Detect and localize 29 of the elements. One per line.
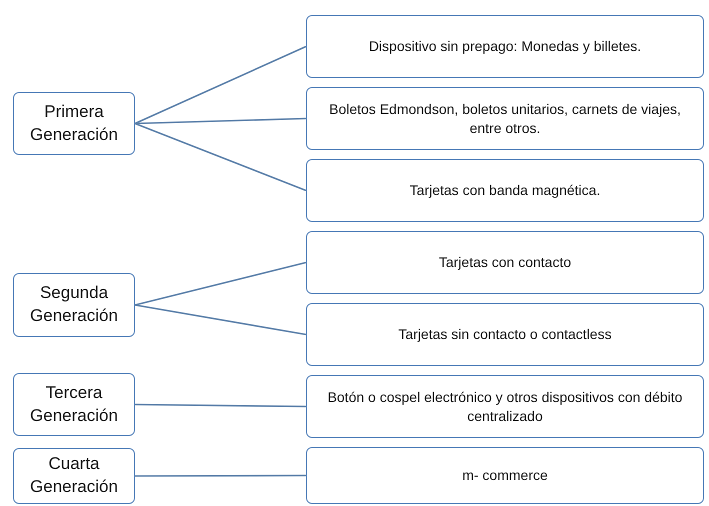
box-text: m- commerce — [462, 466, 548, 485]
item-box — [306, 159, 704, 222]
box-text: Tarjetas con banda magnética. — [410, 181, 600, 200]
box-text: Cuarta Generación — [29, 453, 119, 498]
item-box — [306, 87, 704, 150]
box-text: Tercera Generación — [29, 382, 119, 426]
item-box — [306, 15, 704, 78]
box-text: Tarjetas con contacto — [438, 253, 572, 272]
connector-line — [135, 404, 306, 408]
box-text: Primera Generación — [29, 100, 119, 146]
generation-box — [13, 92, 135, 155]
box-text: Boletos Edmondson, boletos unitarios, carnets de viajes, entre otros. — [328, 100, 682, 137]
box-text: Tarjetas sin contacto o contactless — [398, 325, 612, 344]
generation-box — [13, 273, 135, 337]
connector-line — [134, 122, 306, 192]
generation-box — [13, 448, 135, 504]
connector-line — [134, 118, 306, 124]
box-text: Dispositivo sin prepago: Monedas y billetes. — [368, 37, 642, 56]
generation-box — [13, 373, 135, 436]
connector-line — [134, 262, 306, 306]
box-text: Botón o cospel electrónico y otros dispositivos con débito centralizado — [326, 388, 684, 425]
box-text: Segunda Generación — [29, 282, 119, 327]
item-box — [306, 447, 704, 504]
item-box — [306, 303, 704, 366]
item-box — [306, 375, 704, 438]
item-box — [306, 231, 704, 294]
connector-line — [134, 304, 306, 336]
connector-line — [134, 46, 306, 124]
connector-line — [135, 474, 306, 477]
